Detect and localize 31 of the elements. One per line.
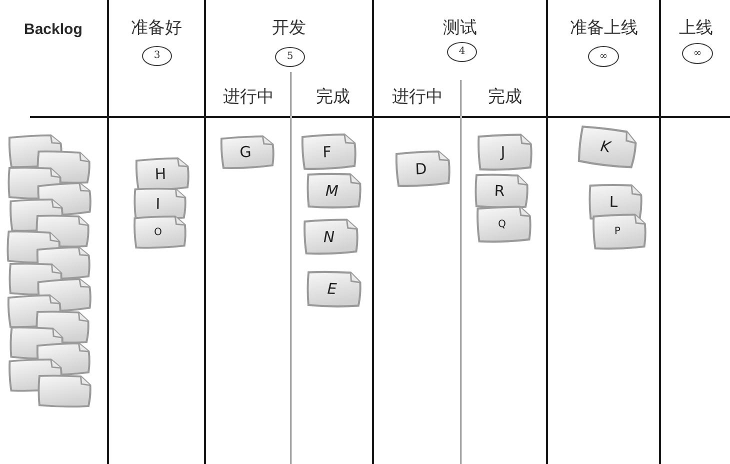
column-heading: 准备上线 <box>570 18 638 38</box>
sticky-note <box>36 373 93 409</box>
column-heading: 完成 <box>488 87 522 107</box>
sticky-note: J <box>476 132 534 172</box>
sticky-note: D <box>394 149 452 188</box>
column-heading: 进行中 <box>223 87 274 107</box>
board-column <box>548 0 661 464</box>
board-column <box>109 0 206 464</box>
board-column <box>206 0 374 464</box>
sticky-note: M <box>306 172 362 210</box>
column-heading: 完成 <box>316 87 350 107</box>
sticky-note: O <box>132 214 188 250</box>
column-heading: 开发 <box>272 18 306 38</box>
number-circle: ∞ <box>682 43 713 64</box>
sticky-note: K <box>576 123 640 171</box>
number-circle: 3 <box>142 46 172 66</box>
sticky-note: E <box>305 269 363 309</box>
sticky-note: P <box>592 212 648 250</box>
sticky-note: Q <box>476 204 532 244</box>
number-circle: 4 <box>447 42 477 62</box>
sticky-note: F <box>300 132 358 171</box>
number-circle: 5 <box>275 47 305 67</box>
column-heading: 上线 <box>679 18 713 38</box>
number-circle: ∞ <box>588 46 619 67</box>
sticky-note: N <box>302 218 360 256</box>
column-heading: 测试 <box>443 18 477 38</box>
column-heading: Backlog <box>24 20 82 40</box>
board-column <box>374 0 548 464</box>
sticky-note: G <box>219 134 276 170</box>
column-heading: 进行中 <box>392 87 443 107</box>
column-heading: 准备好 <box>131 18 182 38</box>
